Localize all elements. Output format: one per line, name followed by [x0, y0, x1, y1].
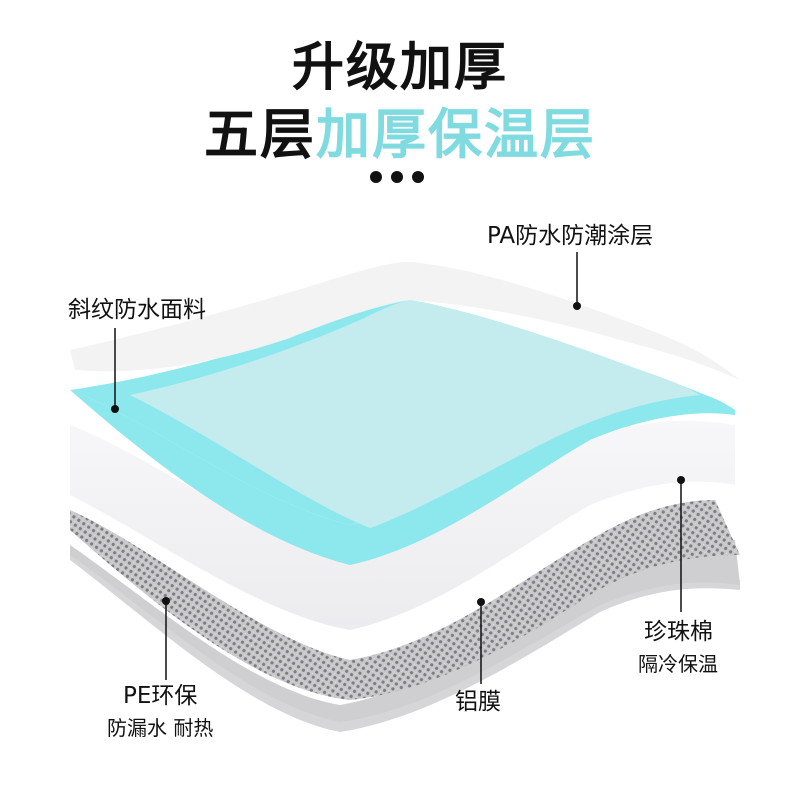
sublabel-pe: 防漏水 耐热: [107, 716, 214, 740]
headline-five-layers-accent: 加厚保温层: [316, 103, 596, 166]
leader-dot-twill-fabric: [111, 405, 119, 413]
layer-aluminum-film: [70, 500, 740, 700]
label-aluminum-film: 铝膜: [455, 689, 501, 715]
leader-dot-pearl-cotton: [677, 476, 685, 484]
layer-twill-fabric: [70, 388, 735, 565]
headline-five-layers: 五层加厚保温层: [0, 104, 800, 166]
label-twill-fabric: 斜纹防水面料: [68, 297, 206, 323]
leader-dot-aluminum-film: [477, 598, 485, 606]
layer-twill-fabric-translucent: [130, 300, 700, 528]
layer-pa-coating: [70, 262, 740, 380]
leader-dot-pa-coating: [573, 302, 581, 310]
sublabel-pearl-cotton: 隔冷保温: [638, 652, 718, 676]
label-pa-coating: PA防水防潮涂层: [487, 223, 654, 249]
headline-five-layers-dark: 五层: [204, 103, 316, 166]
layer-pe: [70, 545, 740, 732]
layer-pe-top: [70, 538, 740, 722]
label-pe: PE环保: [123, 683, 198, 709]
label-pearl-cotton: 珍珠棉: [644, 619, 713, 645]
dot-icon: [370, 171, 382, 183]
layer-pearl-cotton: [70, 420, 735, 630]
ellipsis-dots-icon: [370, 171, 424, 183]
leader-dot-pe: [162, 597, 170, 605]
dot-icon: [412, 171, 424, 183]
dot-icon: [391, 171, 403, 183]
headline-upgrade-thicker: 升级加厚: [291, 38, 508, 98]
